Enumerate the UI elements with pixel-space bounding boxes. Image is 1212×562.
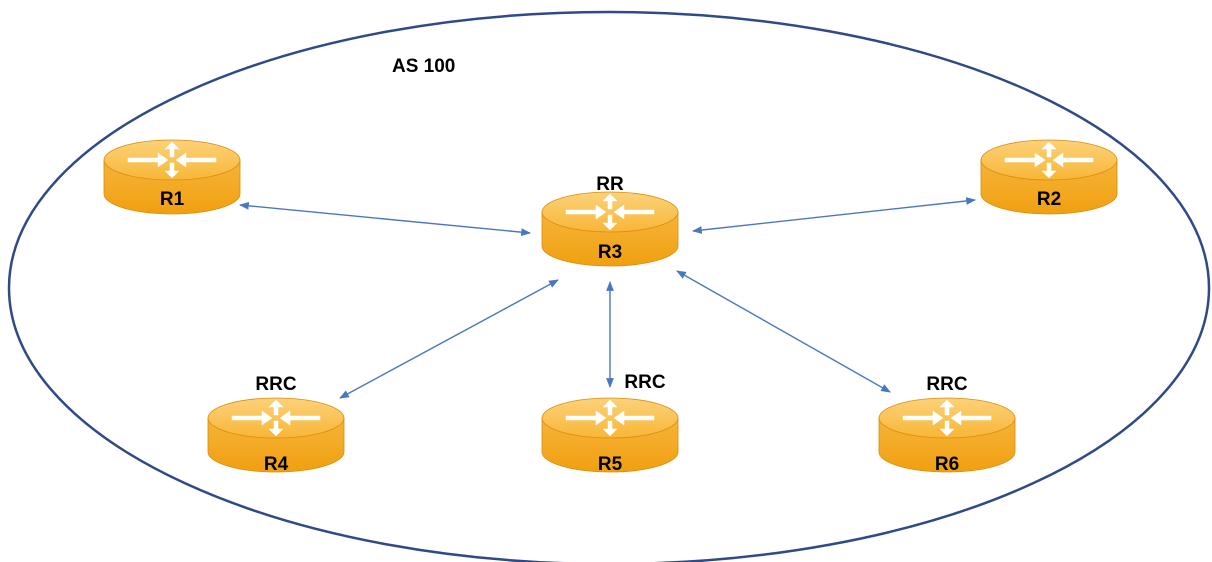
router-arrows-icon (231, 399, 321, 437)
router-name-label: R5 (598, 454, 623, 475)
router-role-label: RR (596, 174, 624, 195)
link-r6-r3 (676, 270, 891, 393)
link-r2-r3 (692, 197, 976, 234)
router-role-label: RRC (926, 374, 967, 395)
router-r6: R6 RRC (878, 374, 1016, 475)
router-r5: R5 RRC (541, 372, 679, 475)
router-arrows-icon (902, 399, 992, 437)
router-arrows-icon (565, 399, 655, 437)
router-arrows-icon (565, 193, 655, 231)
router-r2: R2 (980, 139, 1118, 215)
router-r4: R4 RRC (207, 374, 345, 475)
router-r3: R3 RR (541, 174, 679, 267)
router-role-label: RRC (255, 374, 296, 395)
router-role-label: RRC (624, 372, 665, 393)
link-r4-r3 (339, 279, 559, 399)
router-r1: R1 (103, 139, 241, 215)
router-name-label: R3 (598, 242, 622, 263)
router-arrows-icon (1004, 141, 1094, 179)
as-boundary (7, 10, 1211, 562)
links-layer (239, 197, 976, 399)
router-name-label: R1 (160, 189, 185, 210)
as-label: AS 100 (392, 56, 455, 77)
router-name-label: R6 (935, 454, 959, 475)
router-name-label: R4 (264, 454, 289, 475)
router-arrows-icon (127, 141, 217, 179)
router-name-label: R2 (1037, 189, 1061, 210)
link-r1-r3 (239, 201, 531, 237)
